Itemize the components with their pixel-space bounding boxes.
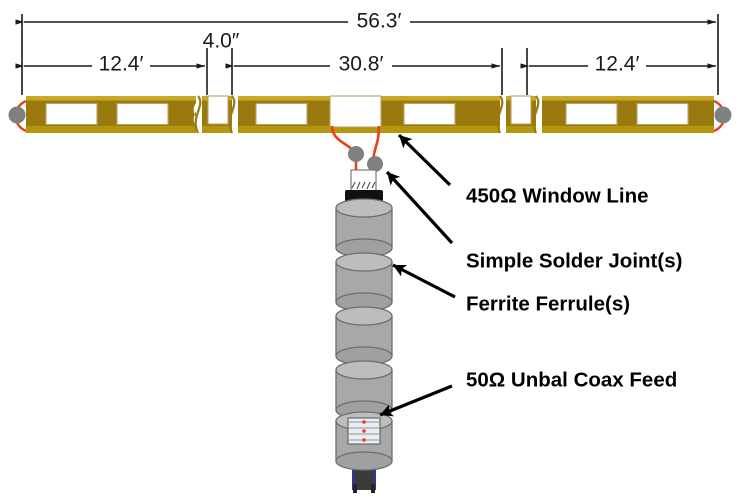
dimension-lines: 56.3′ 12.4′ 4.0″ 30.8′ 12.4′ xyxy=(15,10,719,95)
left-end-insulator xyxy=(8,106,26,124)
ferrite-ferrule xyxy=(335,198,393,258)
coax-coil-detail xyxy=(347,417,381,445)
ladder-segment-center xyxy=(238,95,500,133)
dimension-right-leg-label: 12.4′ xyxy=(595,53,640,76)
connector-barrel xyxy=(350,169,377,193)
coax-feed-arrow xyxy=(379,384,453,417)
dimension-center-gap-label: 4.0″ xyxy=(203,30,240,53)
solder-joint-2 xyxy=(367,156,383,172)
callout-coax-feed-label: 50Ω Unbal Coax Feed xyxy=(466,368,677,391)
dimension-center-gap: 4.0″ xyxy=(203,30,240,53)
dimension-center-span-label: 30.8′ xyxy=(339,53,384,76)
callouts: 450Ω Window Line Simple Solder Joint(s) … xyxy=(379,133,682,417)
ladder-segment-gap-left xyxy=(202,95,232,133)
callout-ferrite-label: Ferrite Ferrule(s) xyxy=(466,292,630,315)
solder-joint-1 xyxy=(348,146,364,162)
ferrite-ferrule xyxy=(335,252,393,312)
window-line-antenna xyxy=(8,95,732,134)
window-line-arrow xyxy=(397,133,452,187)
ladder-segment-right xyxy=(542,96,714,133)
ladder-segment-gap-right xyxy=(506,95,536,133)
ferrite-ferrule xyxy=(335,306,393,366)
feed-wires xyxy=(330,125,383,186)
ferrite-arrow xyxy=(392,263,456,299)
dimension-center-span: 30.8′ xyxy=(225,53,500,76)
dimension-left-leg: 12.4′ xyxy=(15,53,205,76)
ladder-segment-left xyxy=(26,96,196,133)
dimension-overall-label: 56.3′ xyxy=(357,10,402,33)
callout-window-line-label: 450Ω Window Line xyxy=(466,184,649,207)
right-end-insulator xyxy=(714,106,732,124)
solder-joint-arrow xyxy=(385,170,454,245)
coax-continuation-ticks xyxy=(353,484,375,493)
dimension-right-leg: 12.4′ xyxy=(520,53,716,76)
dimension-overall: 56.3′ xyxy=(15,10,716,33)
callout-solder-joint-label: Simple Solder Joint(s) xyxy=(466,249,682,272)
dimension-left-leg-label: 12.4′ xyxy=(99,53,144,76)
ferrite-ferrule xyxy=(335,360,393,420)
